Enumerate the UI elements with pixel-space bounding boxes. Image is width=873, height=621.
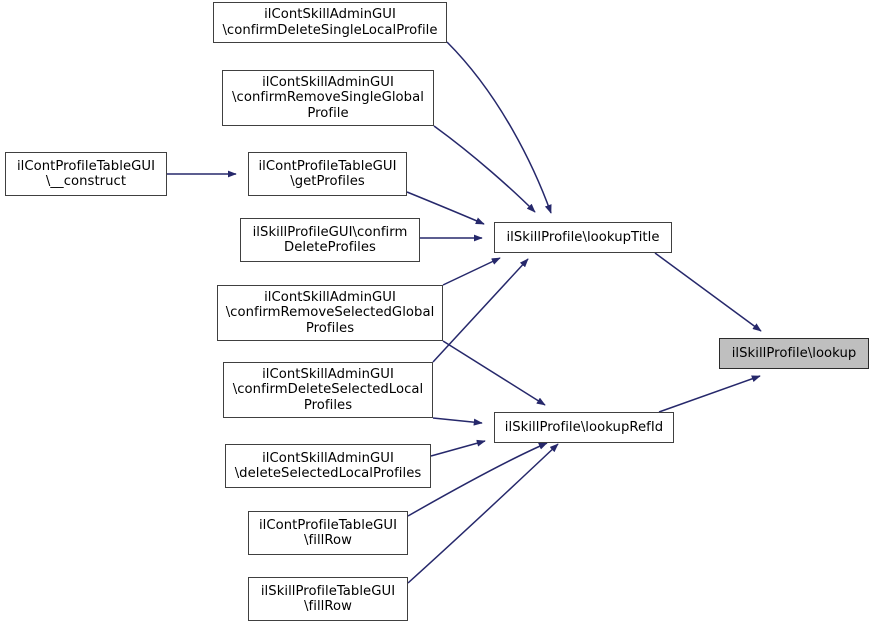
graph-node-label: ilContSkillAdminGUI \confirmRemoveSelect… <box>225 289 435 336</box>
graph-node-label: ilSkillProfile\lookupRefId <box>504 419 664 435</box>
graph-node-confirmRemoveSelectedGlobalProfiles[interactable]: ilContSkillAdminGUI \confirmRemoveSelect… <box>217 285 443 341</box>
graph-edge <box>407 442 548 517</box>
graph-node-label: ilContProfileTableGUI \__construct <box>16 158 156 190</box>
graph-node-label: ilContProfileTableGUI \getProfiles <box>258 158 397 190</box>
edge-layer <box>167 41 762 584</box>
graph-node-lookupTitle[interactable]: ilSkillProfile\lookupTitle <box>494 222 672 253</box>
graph-node-lookup[interactable]: ilSkillProfile\lookup <box>719 338 869 369</box>
graph-node-confirmRemoveSingleGlobalProfile[interactable]: ilContSkillAdminGUI \confirmRemoveSingle… <box>222 70 434 126</box>
graph-edge <box>442 340 546 406</box>
graph-edge <box>407 443 559 584</box>
graph-node-construct[interactable]: ilContProfileTableGUI \__construct <box>5 152 167 196</box>
graph-node-contFillRow[interactable]: ilContProfileTableGUI \fillRow <box>248 511 408 555</box>
graph-edge <box>406 191 485 225</box>
graph-node-label: ilContProfileTableGUI \fillRow <box>258 517 398 549</box>
graph-node-confirmDeleteSelectedLocalProfiles[interactable]: ilContSkillAdminGUI \confirmDeleteSelect… <box>223 362 433 418</box>
graph-node-deleteSelectedLocalProfiles[interactable]: ilContSkillAdminGUI \deleteSelectedLocal… <box>225 444 431 488</box>
graph-edge <box>442 257 501 286</box>
graph-edge <box>432 417 483 426</box>
graph-edge <box>433 125 536 213</box>
graph-node-label: ilContSkillAdminGUI \confirmDeleteSingle… <box>222 7 438 38</box>
graph-node-label: ilContSkillAdminGUI \deleteSelectedLocal… <box>234 450 422 482</box>
graph-node-getProfiles[interactable]: ilContProfileTableGUI \getProfiles <box>248 152 407 196</box>
graph-edge <box>446 41 552 214</box>
graph-node-lookupRefId[interactable]: ilSkillProfile\lookupRefId <box>494 412 674 443</box>
graph-node-label: ilSkillProfileGUI\confirm DeleteProfiles <box>252 224 408 256</box>
graph-edge <box>432 258 529 363</box>
graph-node-label: ilContSkillAdminGUI \confirmDeleteSelect… <box>232 366 424 413</box>
graph-node-skillFillRow[interactable]: ilSkillProfileTableGUI \fillRow <box>248 577 408 621</box>
graph-edge <box>654 252 762 332</box>
graph-node-confirmDeleteProfiles[interactable]: ilSkillProfileGUI\confirm DeleteProfiles <box>240 218 420 262</box>
graph-node-label: ilSkillProfileTableGUI \fillRow <box>260 583 396 615</box>
graph-node-label: ilSkillProfile\lookupTitle <box>506 229 660 245</box>
graph-edge <box>658 375 761 413</box>
graph-edge <box>430 439 486 457</box>
graph-node-label: ilSkillProfile\lookup <box>731 345 857 361</box>
graph-node-confirmDeleteSingleLocalProfile[interactable]: ilContSkillAdminGUI \confirmDeleteSingle… <box>213 2 447 43</box>
graph-node-label: ilContSkillAdminGUI \confirmRemoveSingle… <box>232 74 424 121</box>
